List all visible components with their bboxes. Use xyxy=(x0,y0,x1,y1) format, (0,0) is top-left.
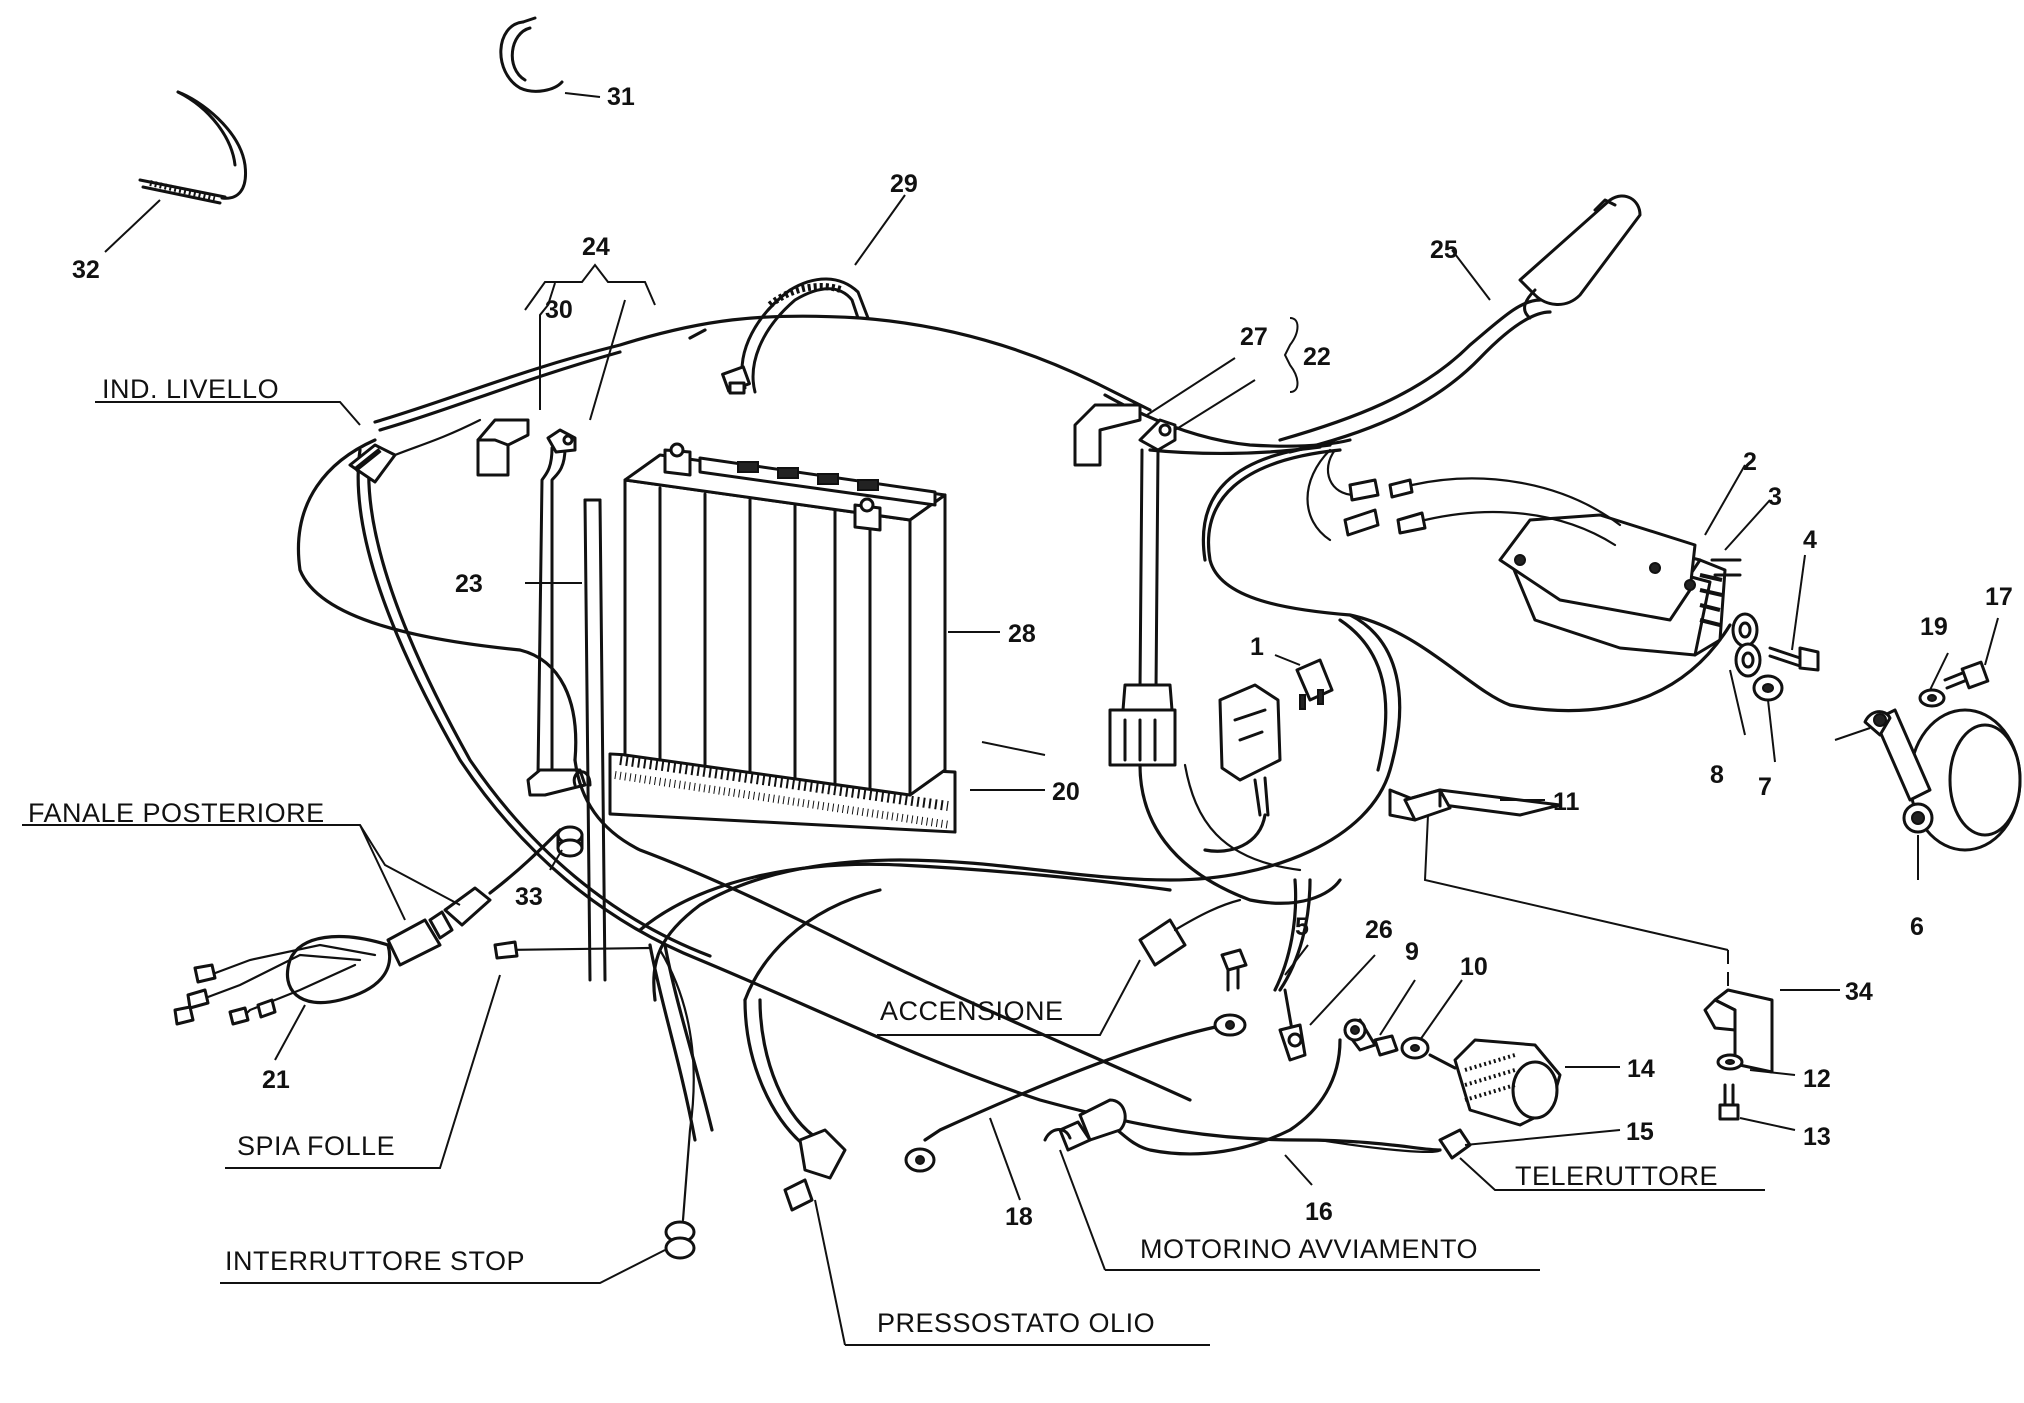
part-27-cap xyxy=(1073,403,1142,467)
label-ind-livello: IND. LIVELLO xyxy=(102,374,279,404)
leader-lines xyxy=(22,92,1999,1346)
part-10-washer xyxy=(1400,1036,1430,1060)
starter-relay-14 xyxy=(1428,1038,1562,1127)
part-number-3: 3 xyxy=(1768,483,1782,511)
part-number-9: 9 xyxy=(1405,938,1419,966)
part-33 xyxy=(556,825,584,858)
part-25 xyxy=(1278,194,1642,454)
part-7-nut xyxy=(1752,674,1784,702)
part-number-14: 14 xyxy=(1627,1055,1655,1083)
level-sensor xyxy=(348,418,482,484)
part-2-3-regulator xyxy=(1498,513,1742,657)
label-fanale-posteriore: FANALE POSTERIORE xyxy=(28,798,325,828)
part-number-24: 24 xyxy=(582,233,610,261)
clip-31 xyxy=(499,16,564,93)
part-number-10: 10 xyxy=(1460,953,1488,981)
part-number-4: 4 xyxy=(1803,526,1817,554)
oil-pressure-switch xyxy=(783,1128,847,1212)
part-number-5: 5 xyxy=(1295,913,1309,941)
part-number-23: 23 xyxy=(455,570,483,598)
part-number-8: 8 xyxy=(1710,761,1724,789)
part-number-21: 21 xyxy=(262,1066,290,1094)
part-number-6: 6 xyxy=(1910,913,1924,941)
callout-labels: IND. LIVELLO FANALE POSTERIORE ACCENSION… xyxy=(28,374,1718,1338)
top-right-connectors xyxy=(1306,448,1622,547)
bracket-24 xyxy=(524,263,656,311)
main-harness-loops xyxy=(297,438,1732,1152)
part-19-washer xyxy=(1918,688,1946,708)
tail-light-connector xyxy=(173,828,562,1026)
part-number-19: 19 xyxy=(1920,613,1948,641)
part-4-screw xyxy=(1768,646,1820,672)
label-motorino-avviamento: MOTORINO AVVIAMENTO xyxy=(1140,1234,1478,1264)
part-17-screw xyxy=(1943,660,1990,690)
part-number-30: 30 xyxy=(545,296,573,324)
ignition-connector xyxy=(1138,898,1242,967)
part-number-32: 32 xyxy=(72,256,100,284)
part-number-27: 27 xyxy=(1240,323,1268,351)
part-number-22: 22 xyxy=(1303,343,1331,371)
part-18-cable xyxy=(904,1013,1247,1173)
fuse-1 xyxy=(1295,658,1334,710)
battery-28 xyxy=(608,442,957,834)
part-number-26: 26 xyxy=(1365,916,1393,944)
clip-32 xyxy=(138,90,248,205)
bracket-11 xyxy=(1388,788,1729,1000)
label-spia-folle: SPIA FOLLE xyxy=(237,1131,395,1161)
part-number-1: 1 xyxy=(1250,633,1264,661)
part-numbers: 32 31 29 24 30 25 27 22 23 28 1 20 2 3 4… xyxy=(72,83,2013,1231)
part-number-25: 25 xyxy=(1430,236,1458,264)
part-number-33: 33 xyxy=(515,883,543,911)
part-23-cable xyxy=(526,428,592,797)
part-16-cable xyxy=(1043,1018,1377,1156)
part-number-2: 2 xyxy=(1743,448,1757,476)
part-22-cable xyxy=(1108,418,1177,767)
part-number-18: 18 xyxy=(1005,1203,1033,1231)
part-number-12: 12 xyxy=(1803,1065,1831,1093)
label-accensione: ACCENSIONE xyxy=(880,996,1064,1026)
part-number-20: 20 xyxy=(1052,778,1080,806)
part-number-16: 16 xyxy=(1305,1198,1333,1226)
part-29 xyxy=(721,277,870,395)
label-interruttore-stop: INTERRUTTORE STOP xyxy=(225,1246,525,1276)
part-number-17: 17 xyxy=(1985,583,2013,611)
part-12-washer xyxy=(1716,1053,1744,1071)
part-number-28: 28 xyxy=(1008,620,1036,648)
label-pressostato-olio: PRESSOSTATO OLIO xyxy=(877,1308,1155,1338)
part-13-screw xyxy=(1718,1083,1740,1121)
neutral-light-wire xyxy=(493,940,652,960)
fuse-holder xyxy=(1218,683,1282,817)
part-5-screw xyxy=(1220,948,1248,992)
part-number-15: 15 xyxy=(1626,1118,1654,1146)
part-8-washer xyxy=(1731,612,1762,678)
part-9-nut xyxy=(1373,1034,1399,1057)
part-26-cable xyxy=(1278,988,1307,1062)
stop-switch xyxy=(658,948,696,1260)
part-number-7: 7 xyxy=(1758,773,1772,801)
part-number-11: 11 xyxy=(1553,788,1580,816)
part-30-cap xyxy=(476,418,530,477)
part-number-29: 29 xyxy=(890,170,918,198)
part-number-31: 31 xyxy=(607,83,635,111)
part-number-34: 34 xyxy=(1845,978,1873,1006)
part-number-13: 13 xyxy=(1803,1123,1831,1151)
horn-6 xyxy=(1834,708,2022,852)
label-teleruttore: TELERUTTORE xyxy=(1515,1161,1718,1191)
